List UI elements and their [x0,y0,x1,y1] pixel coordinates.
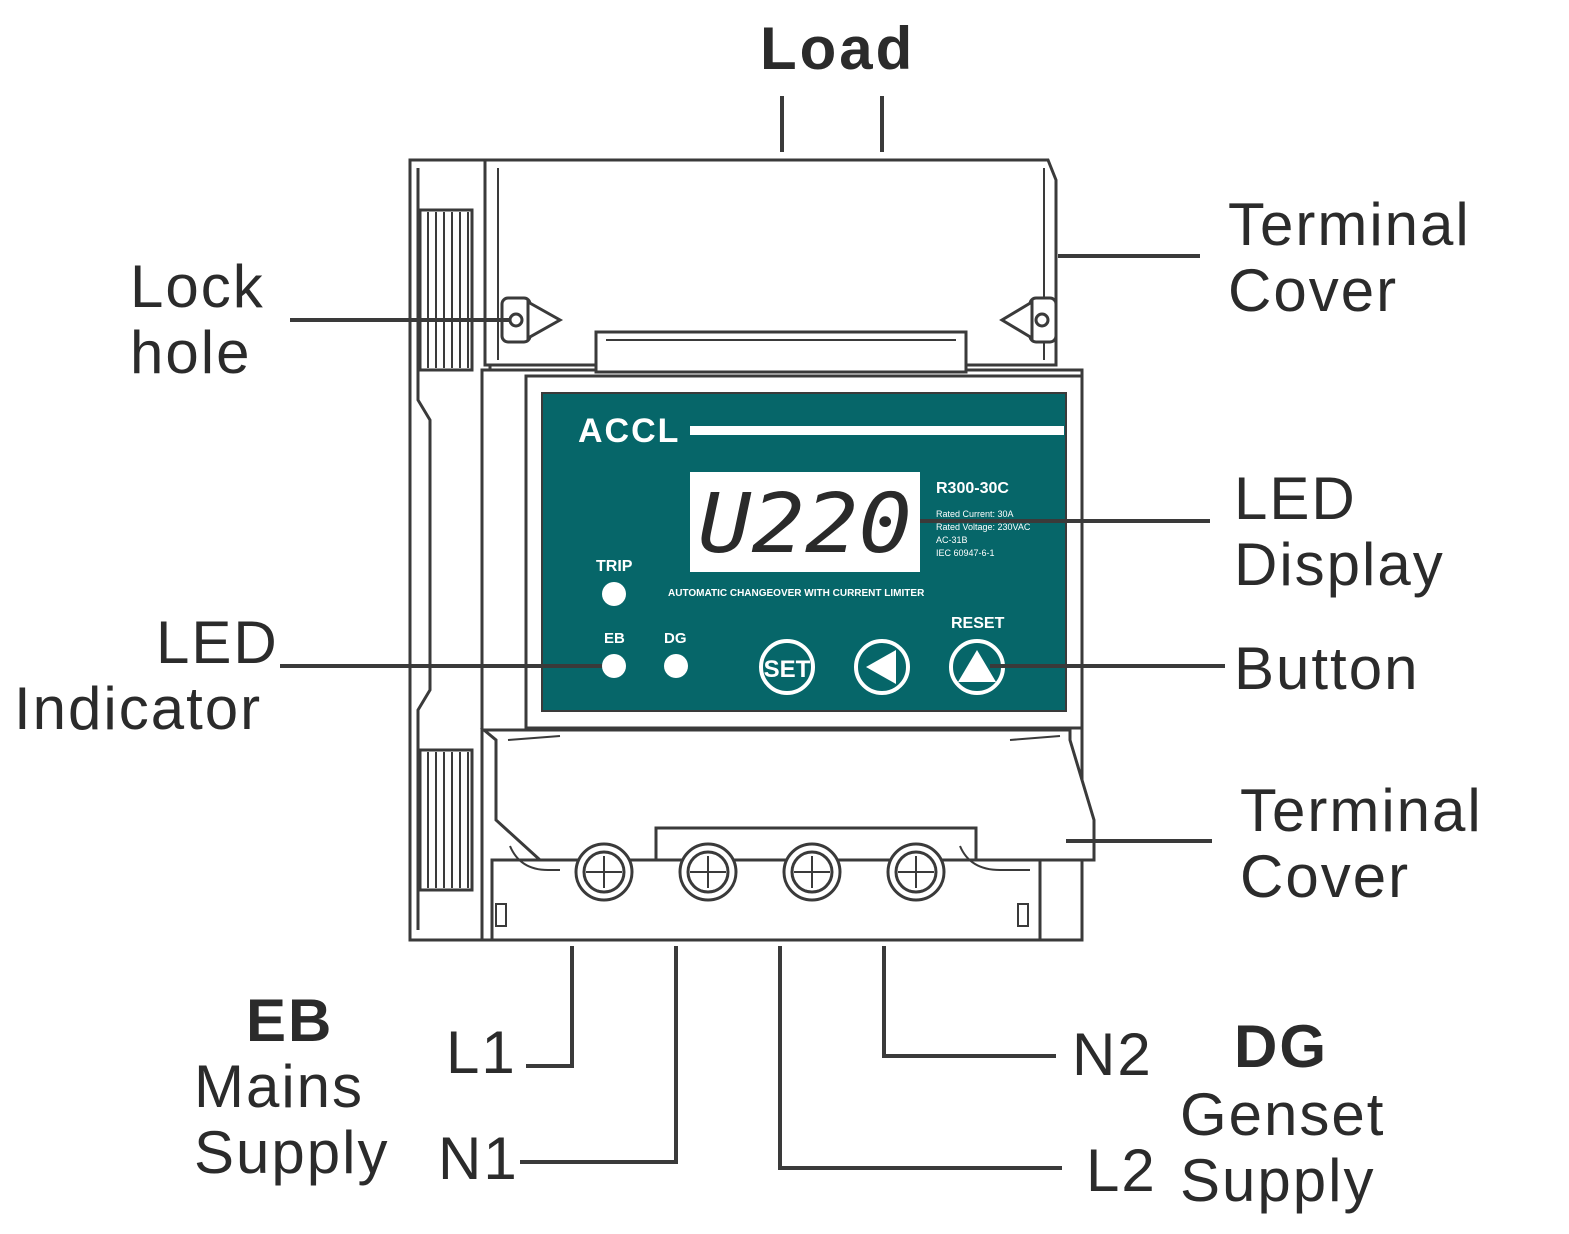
terminal-screw-4 [886,842,946,902]
left-button[interactable] [854,639,910,695]
eb-led [602,654,626,678]
terminal-screw-1 [574,842,634,902]
brand-stripe [690,426,1064,435]
lock-hole-line1: Lock [130,253,265,320]
l1-leader [526,946,574,1068]
dg-title: DG [1234,1013,1328,1080]
terminal-cover-top-line2: Cover [1228,257,1399,324]
n2-leader [882,946,1056,1058]
led-indicator-label: LED Indicator [14,610,279,742]
spec-list: Rated Current: 30A Rated Voltage: 230VAC… [936,508,1030,560]
trip-led [602,582,626,606]
n1-label: N1 [438,1125,519,1192]
set-button-label: SET [764,656,811,683]
spec-rated-current: Rated Current: 30A [936,509,1014,519]
n1-leader [520,946,678,1164]
dg-description: Genset Supply [1180,1082,1385,1214]
terminal-cover-bottom-line2: Cover [1240,843,1411,910]
set-button[interactable]: SET [759,639,815,695]
terminal-cover-top-label: Terminal Cover [1228,192,1471,324]
terminal-cover-bottom-label: Terminal Cover [1240,778,1483,910]
tagline: AUTOMATIC CHANGEOVER WITH CURRENT LIMITE… [668,588,925,599]
spec-standard: IEC 60947-6-1 [936,548,995,558]
led-display-window [690,472,920,572]
eb-title: EB [246,987,334,1054]
led-display-digits: U220 [698,477,912,572]
up-arrow-icon [958,650,996,682]
led-display-line2: Display [1234,531,1445,598]
eb-description-line1: Mains [194,1053,365,1120]
lock-hole-left [500,296,564,344]
left-arrow-icon [866,650,896,684]
terminal-screw-3 [782,842,842,902]
l2-label: L2 [1086,1137,1157,1204]
dg-description-line2: Supply [1180,1147,1376,1214]
bottom-terminal-cover [479,728,1096,862]
led-display-label: LED Display [1234,466,1445,598]
eb-description: Mains Supply [194,1054,389,1186]
spec-utilization: AC-31B [936,535,968,545]
l1-label: L1 [446,1019,517,1086]
load-label: Load [760,15,916,82]
dg-description-line1: Genset [1180,1081,1386,1148]
terminal-cover-bottom-line1: Terminal [1240,777,1483,844]
button-label: Button [1234,635,1420,702]
lock-hole-label: Lock hole [130,254,265,386]
lock-hole-line2: hole [130,319,252,386]
lock-hole-right [999,296,1058,344]
led-display-line1: LED [1234,465,1357,532]
l2-leader [778,946,1062,1170]
terminal-screw-2 [678,842,738,902]
spec-rated-voltage: Rated Voltage: 230VAC [936,522,1031,532]
terminal-cover-top-line1: Terminal [1228,191,1471,258]
dg-led [664,654,688,678]
n2-label: N2 [1072,1021,1153,1088]
dg-led-label: DG [664,630,687,647]
eb-led-label: EB [604,630,625,647]
brand-label: ACCL [578,412,681,450]
eb-description-line2: Supply [194,1119,390,1186]
trip-label: TRIP [596,558,633,575]
top-terminal-cover [483,158,1058,367]
reset-label: RESET [951,615,1005,632]
led-indicator-line2: Indicator [14,675,263,742]
model-label: R300-30C [936,480,1009,497]
led-indicator-line1: LED [156,609,279,676]
